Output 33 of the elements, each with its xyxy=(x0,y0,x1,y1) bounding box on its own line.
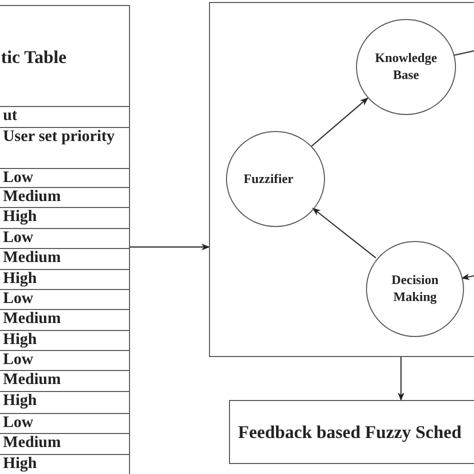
arrow xyxy=(130,244,210,250)
table-cell: ut xyxy=(0,106,129,127)
process-circle xyxy=(366,241,464,337)
table-cell: Low xyxy=(0,413,129,433)
table-cell: Medium xyxy=(0,370,129,391)
arrow xyxy=(311,97,368,147)
table-cell: High xyxy=(0,330,129,350)
node-label: Fuzzifier xyxy=(244,170,294,188)
arrow xyxy=(461,273,474,280)
table-cell: Medium xyxy=(0,433,129,454)
node-label: Feedback based Fuzzy Sched xyxy=(238,421,462,444)
process-circle xyxy=(356,19,456,115)
arrow xyxy=(398,357,404,401)
arrow xyxy=(312,208,376,258)
table-cell: Medium xyxy=(0,187,129,207)
table-cell: Low xyxy=(0,228,129,248)
node-label: Decision Making xyxy=(390,272,440,306)
output-box xyxy=(229,400,474,464)
table-cell: Medium xyxy=(0,248,129,269)
table xyxy=(0,5,130,474)
system-frame xyxy=(209,2,474,357)
table-cell: High xyxy=(0,454,129,474)
table-cell: Medium xyxy=(0,309,129,330)
table-title: tic Table xyxy=(1,46,67,69)
table-cell: High xyxy=(0,207,129,228)
node-label: Knowledge Base xyxy=(374,50,438,84)
table-cell: High xyxy=(0,391,129,413)
table-cell: Low xyxy=(0,289,129,309)
table-cell: User set priority xyxy=(0,127,129,168)
table-cell: Low xyxy=(0,350,129,370)
table-cell: High xyxy=(0,269,129,289)
process-circle xyxy=(226,131,325,227)
table-cell: Low xyxy=(0,168,129,187)
